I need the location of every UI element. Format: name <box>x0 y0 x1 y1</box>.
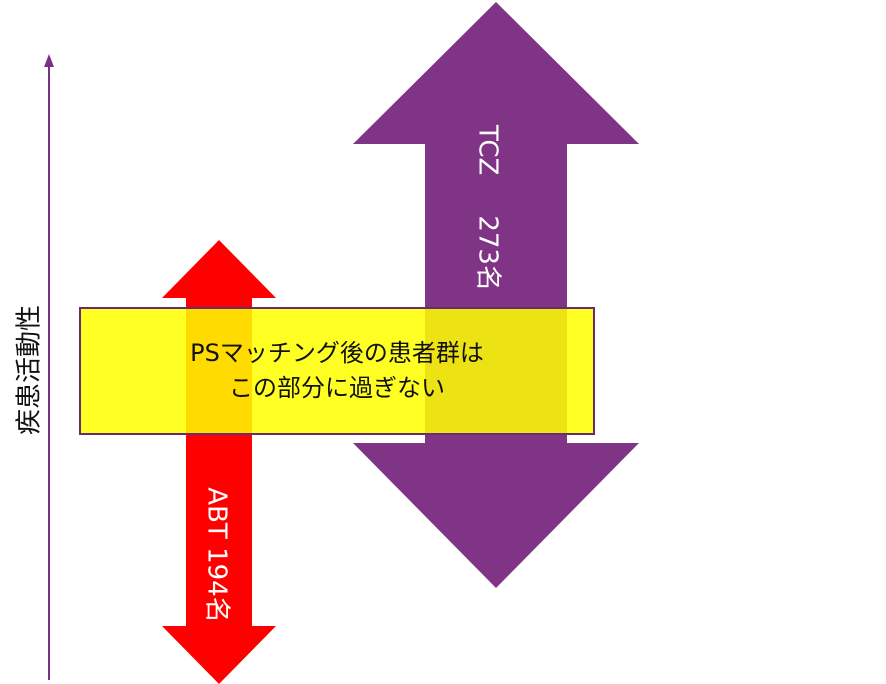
tcz-double-arrow <box>353 2 639 588</box>
tcz-arrow-label: TCZ 273名 <box>472 125 509 291</box>
disease-activity-axis-label: 疾患活動性 <box>14 304 45 436</box>
note-line-2: この部分に過ぎない <box>229 374 445 402</box>
abt-arrow-label: ABT 194名 <box>201 487 232 623</box>
note-line-1: PSマッチング後の患者群は <box>190 339 484 367</box>
ps-matching-note-box: PSマッチング後の患者群は この部分に過ぎない <box>79 307 595 435</box>
disease-activity-axis <box>44 54 54 680</box>
tcz-count: 273名 <box>472 215 503 291</box>
tcz-name: TCZ <box>472 125 503 176</box>
axis-arrowhead-icon <box>44 54 54 67</box>
